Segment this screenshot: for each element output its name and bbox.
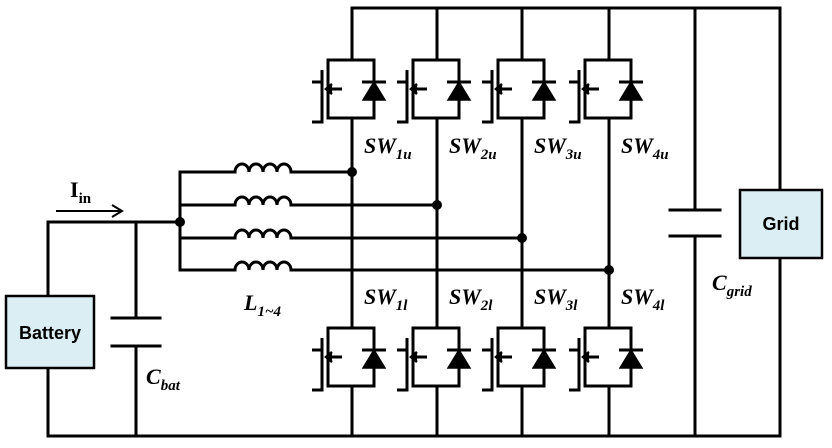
leg-1 xyxy=(347,6,357,438)
label-lower-3: SW3l xyxy=(534,284,578,314)
switch-upper-4 xyxy=(569,52,644,126)
inductor-label: L1~4 xyxy=(243,290,282,320)
label-upper-2: SW2u xyxy=(449,133,497,163)
switch-lower-1 xyxy=(312,320,387,394)
cbat-label: Cbat xyxy=(146,364,181,394)
inductor-row-1 xyxy=(178,162,354,174)
grid-label: Grid xyxy=(762,214,799,234)
inductor-row-4 xyxy=(178,260,611,272)
leg-2 xyxy=(432,6,442,438)
input-junction xyxy=(175,217,185,227)
battery-block xyxy=(4,294,96,370)
label-lower-4: SW4l xyxy=(621,284,665,314)
label-lower-1: SW1l xyxy=(364,284,408,314)
label-lower-2: SW2l xyxy=(449,284,493,314)
switch-lower-3 xyxy=(482,320,557,394)
cgrid-label: Cgrid xyxy=(712,270,752,300)
grid-block xyxy=(738,188,824,260)
switch-lower-4 xyxy=(569,320,644,394)
leg-4 xyxy=(604,6,614,438)
current-arrowhead xyxy=(111,204,124,218)
leg-3 xyxy=(517,6,527,438)
switch-upper-2 xyxy=(397,52,472,126)
inductor-row-3 xyxy=(178,228,524,240)
current-label: Iin xyxy=(70,177,92,207)
switch-lower-2 xyxy=(397,320,472,394)
switch-upper-1 xyxy=(312,52,387,126)
label-upper-4: SW4u xyxy=(621,133,669,163)
label-upper-1: SW1u xyxy=(364,133,412,163)
label-upper-3: SW3u xyxy=(534,133,582,163)
battery-label: Battery xyxy=(19,323,81,343)
inductor-row-2 xyxy=(178,195,439,207)
switch-upper-3 xyxy=(482,52,557,126)
